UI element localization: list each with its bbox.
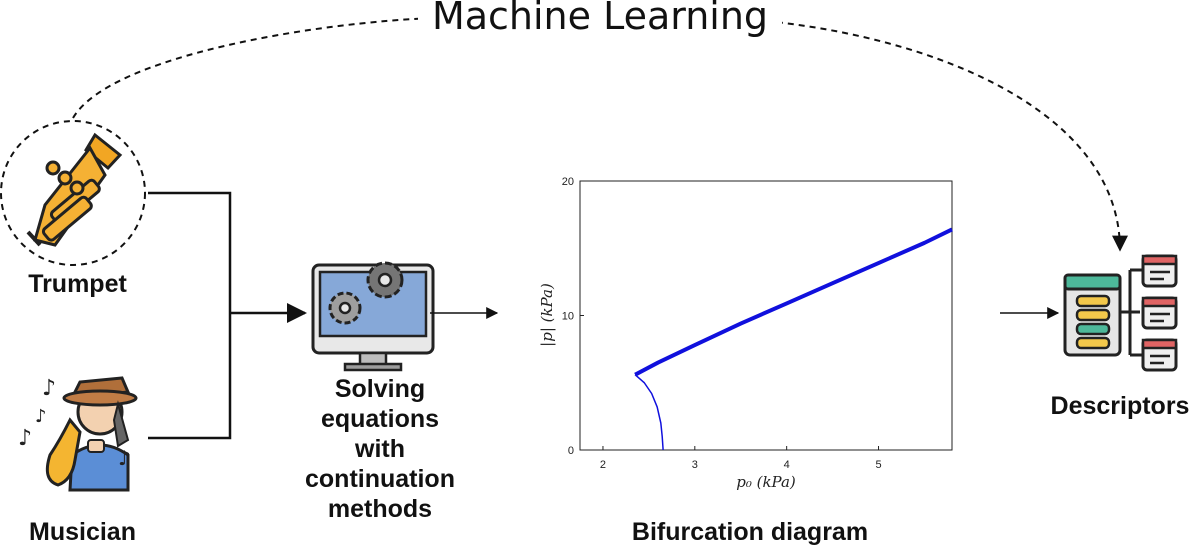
musician-icon: ♪ ♪ ♪ ♪ [18, 376, 138, 492]
x-tick-label: 2 [600, 459, 606, 471]
solver-line: Solving [334, 375, 426, 403]
descriptors-icon [1063, 254, 1178, 372]
musician-label: Musician [29, 518, 136, 546]
svg-text:♪: ♪ [118, 446, 131, 470]
solver-label: Solving equations with continuation meth… [300, 374, 460, 524]
y-tick-label: 10 [562, 311, 574, 323]
series-lower-branch [634, 374, 664, 451]
chart-ylabel: |p| (kPa) [538, 283, 556, 347]
chart-series [634, 227, 953, 451]
solver-line: methods [327, 495, 433, 523]
chart-frame [579, 180, 953, 451]
descriptors-label: Descriptors [1050, 392, 1190, 420]
ml-dashed-arc [72, 17, 1120, 250]
diagram-title: Machine Learning [0, 0, 1200, 38]
computer-gears-icon [311, 261, 435, 372]
x-tick-label: 4 [784, 459, 790, 471]
bifurcation-label: Bifurcation diagram [631, 518, 869, 546]
trumpet-label: Trumpet [28, 270, 127, 298]
chart-ticks: 2 3 4 5 0 10 20 [562, 176, 882, 471]
connector-lines [148, 191, 305, 440]
svg-text:♪: ♪ [18, 426, 32, 451]
chart-xlabel: p₀ (kPa) [736, 473, 796, 491]
trumpet-dashed-circle [0, 120, 146, 266]
y-tick-label: 0 [568, 445, 574, 457]
solver-line: continuation [305, 465, 455, 493]
solver-line: equations [320, 405, 440, 433]
series-upper-branch [634, 227, 953, 377]
solver-line: with [355, 435, 405, 463]
svg-text:♪: ♪ [42, 376, 56, 401]
x-tick-label: 3 [692, 459, 698, 471]
bifurcation-chart: 2 3 4 5 0 10 20 p₀ (kPa) |p| (kPa) [538, 176, 953, 491]
y-tick-label: 20 [562, 176, 574, 188]
trumpet-icon [26, 132, 123, 247]
svg-text:♪: ♪ [35, 406, 47, 427]
x-tick-label: 5 [875, 459, 881, 471]
